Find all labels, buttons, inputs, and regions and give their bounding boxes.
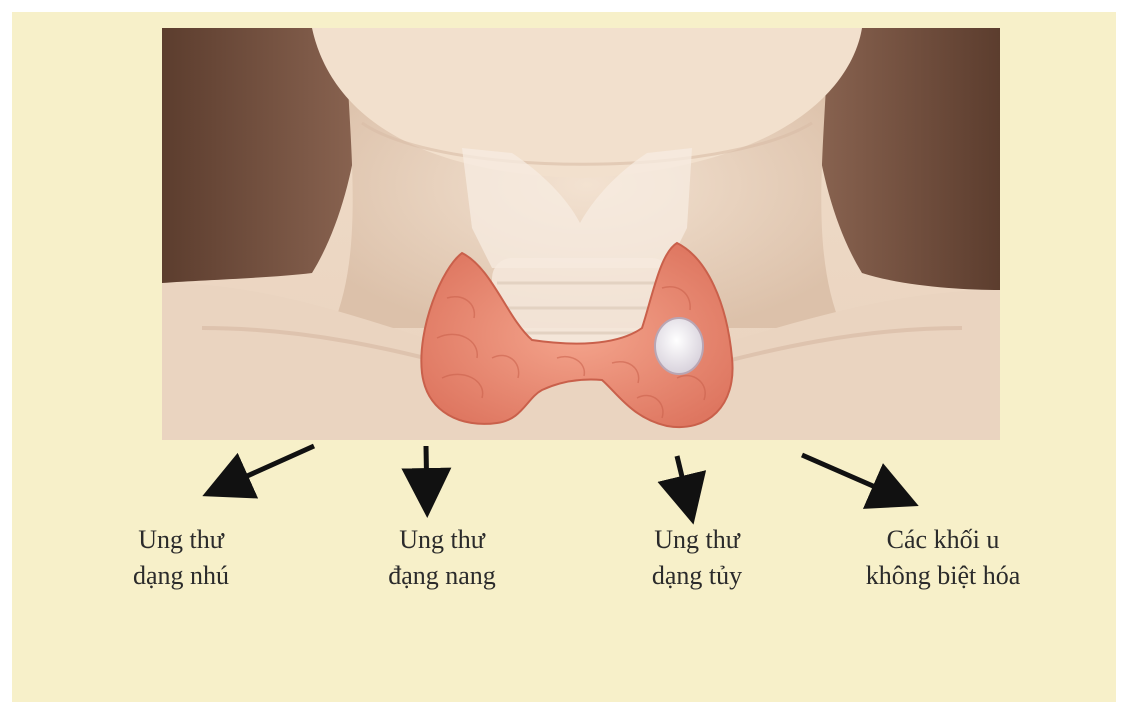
arrow-down-right-icon — [802, 455, 905, 500]
caption-follicular: Ung thư đạng nang — [352, 522, 532, 594]
caption-line: Ung thư — [96, 522, 266, 558]
caption-line: đạng nang — [352, 558, 532, 594]
caption-papillary: Ung thư dạng nhú — [96, 522, 266, 594]
caption-anaplastic: Các khối u không biệt hóa — [828, 522, 1058, 594]
caption-line: Các khối u — [828, 522, 1058, 558]
caption-line: Ung thư — [612, 522, 782, 558]
caption-line: không biệt hóa — [828, 558, 1058, 594]
arrow-down-left-icon — [216, 446, 314, 490]
arrow-down-icon — [677, 456, 690, 510]
caption-medullary: Ung thư dạng tủy — [612, 522, 782, 594]
caption-line: Ung thư — [352, 522, 532, 558]
caption-line: dạng tủy — [612, 558, 782, 594]
arrow-down-icon — [426, 446, 427, 503]
caption-line: dạng nhú — [96, 558, 266, 594]
